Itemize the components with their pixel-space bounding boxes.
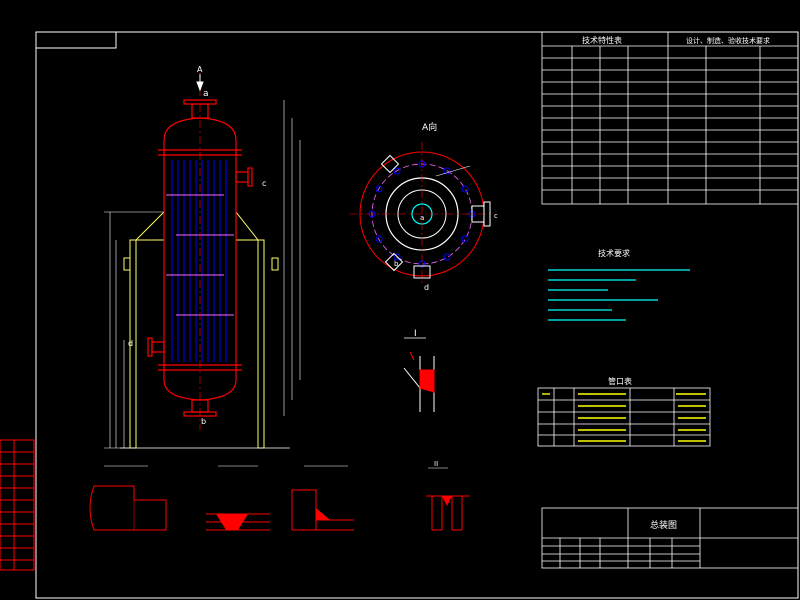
- section-centerlines: [350, 142, 494, 286]
- elev-label-a: a: [203, 89, 209, 99]
- drawing-frame: [35, 31, 799, 599]
- elev-label-A: A: [197, 65, 203, 74]
- tech-table: [541, 31, 799, 205]
- vessel-elevation: A a b c d: [104, 65, 301, 449]
- sec-label-d: d: [424, 283, 429, 292]
- detail-sketch-2: [206, 465, 270, 531]
- detail-sketch-1: [89, 465, 167, 531]
- elev-label-d: d: [128, 339, 133, 348]
- tube-bundle: [171, 160, 227, 362]
- sec-label-b: b: [394, 260, 399, 268]
- left-sidebar: [0, 439, 35, 571]
- tech-req-title: 技术要求: [598, 248, 630, 258]
- detail-sketch-3: [291, 465, 354, 531]
- tech-table-header-right: 设计、制造、验收技术要求: [686, 36, 770, 45]
- title-block: [541, 507, 799, 569]
- elev-label-b: b: [201, 417, 206, 426]
- detail-I: I: [403, 329, 435, 412]
- nozzle-table-title: 管口表: [608, 376, 632, 386]
- section-arrow: [196, 74, 204, 92]
- sec-label-c: c: [494, 212, 498, 220]
- title-block-title: 总装图: [650, 519, 677, 531]
- section-nozzles: [380, 154, 491, 279]
- section-leader: [435, 165, 471, 177]
- sec-label-a: a: [420, 214, 424, 222]
- weld-hatch-I: [419, 369, 435, 393]
- elev-label-c: c: [262, 179, 266, 188]
- section-title: A向: [422, 121, 437, 133]
- baffles: [166, 194, 234, 316]
- detail-II-label: II: [434, 460, 438, 468]
- tech-requirements: 技术要求: [548, 248, 690, 321]
- support-legs: [123, 211, 279, 449]
- tech-table-header-left: 技术特性表: [582, 35, 622, 45]
- detail-I-label: I: [414, 329, 417, 339]
- nozzle-table: 管口表: [537, 376, 711, 447]
- section-view-A: A向: [350, 121, 498, 292]
- detail-II: II: [426, 460, 470, 531]
